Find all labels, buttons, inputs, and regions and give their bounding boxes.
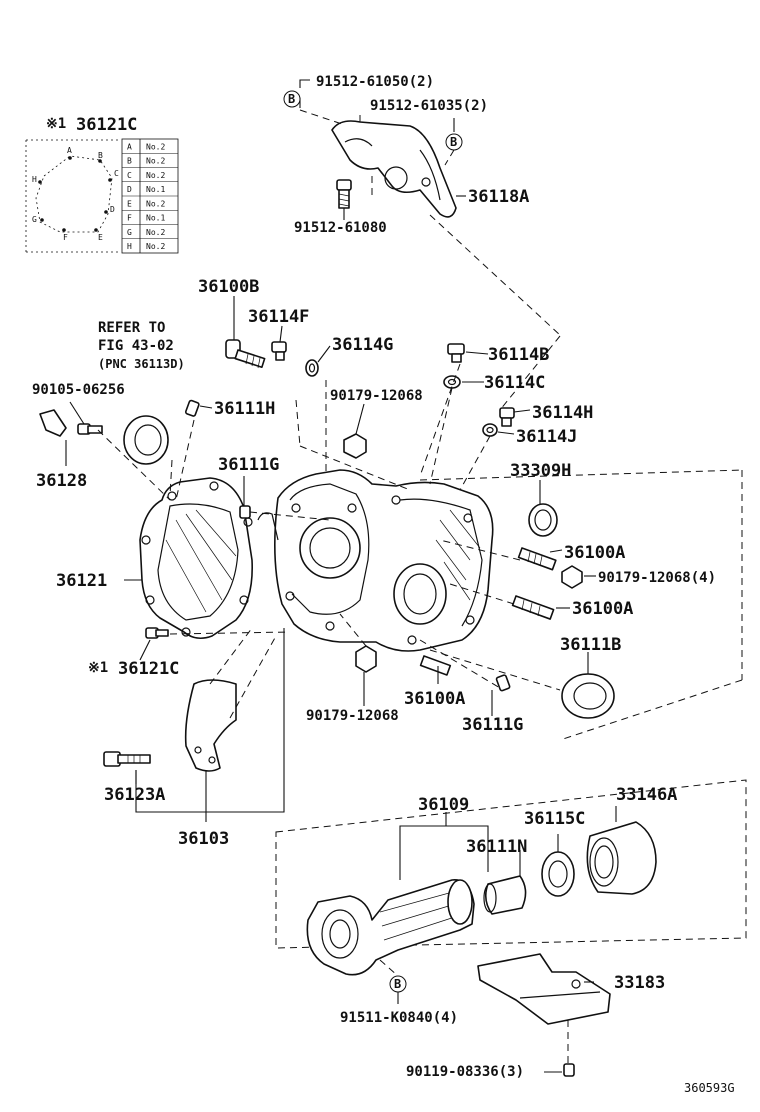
label-36128: 36128 bbox=[36, 471, 87, 491]
inset-row-key: B bbox=[127, 157, 132, 166]
figure-code: 360593G bbox=[684, 1081, 735, 1095]
bolt-marker-b-1: B bbox=[288, 92, 295, 106]
inset-point-c: C bbox=[114, 169, 119, 178]
label-36121c: 36121C bbox=[118, 659, 179, 679]
label-36118a: 36118A bbox=[468, 187, 529, 207]
label-36100a-2: 36100A bbox=[572, 599, 633, 619]
inset-row-value: No.2 bbox=[146, 242, 165, 251]
inset-row-value: No.2 bbox=[146, 142, 165, 151]
inset-title: 36121C bbox=[76, 115, 137, 135]
housing-cover-36121 bbox=[139, 477, 253, 640]
inset-row-key: G bbox=[127, 228, 132, 237]
label-91512-61050: 91512-61050(2) bbox=[316, 74, 434, 90]
inset-row-value: No.1 bbox=[146, 214, 165, 223]
inset-point-f: F bbox=[63, 233, 68, 242]
inset-row-key: E bbox=[127, 199, 132, 208]
label-36111g-top: 36111G bbox=[218, 455, 279, 475]
label-33146a: 33146A bbox=[616, 785, 677, 805]
refer-line-2: FIG 43-02 bbox=[98, 338, 174, 354]
inset-row-value: No.2 bbox=[146, 199, 165, 208]
inset-point-b: B bbox=[98, 151, 103, 160]
label-36114g: 36114G bbox=[332, 335, 393, 355]
label-33309h: 33309H bbox=[510, 461, 571, 481]
label-90179-12068-4: 90179-12068(4) bbox=[598, 570, 716, 586]
label-90105-06256: 90105-06256 bbox=[32, 382, 125, 398]
inset-point-h: H bbox=[32, 175, 37, 184]
inset-row-value: No.2 bbox=[146, 228, 165, 237]
label-36121: 36121 bbox=[56, 571, 107, 591]
inset-row-key: H bbox=[127, 242, 132, 251]
inset-row-value: No.2 bbox=[146, 157, 165, 166]
part-labels: 91512-61050(2) 91512-61035(2) 36118A 915… bbox=[32, 74, 735, 1095]
bolt-marker-b-3: B bbox=[394, 977, 401, 991]
label-36111b: 36111B bbox=[560, 635, 621, 655]
refer-line-3: (PNC 36113D) bbox=[98, 357, 185, 371]
transfer-case-main bbox=[257, 469, 494, 652]
label-36114f: 36114F bbox=[248, 307, 309, 327]
label-36114c: 36114C bbox=[484, 373, 545, 393]
label-36100a-3: 36100A bbox=[404, 689, 465, 709]
inset-point-e: E bbox=[98, 233, 103, 242]
label-36114h: 36114H bbox=[532, 403, 593, 423]
label-36123a: 36123A bbox=[104, 785, 165, 805]
label-36109: 36109 bbox=[418, 795, 469, 815]
inset-row-key: F bbox=[127, 214, 132, 223]
inset-row-key: A bbox=[127, 142, 132, 151]
inset-row-value: No.1 bbox=[146, 185, 165, 194]
bolt-marker-b-2: B bbox=[450, 135, 457, 149]
label-91512-61080: 91512-61080 bbox=[294, 220, 387, 236]
label-36111n: 36111N bbox=[466, 837, 527, 857]
label-36100a-1: 36100A bbox=[564, 543, 625, 563]
label-36103: 36103 bbox=[178, 829, 229, 849]
label-91511-k0840: 91511-K0840(4) bbox=[340, 1010, 458, 1026]
label-36111g-bottom: 36111G bbox=[462, 715, 523, 735]
label-36111h: 36111H bbox=[214, 399, 275, 419]
refer-line-1: REFER TO bbox=[98, 320, 165, 336]
inset-point-a: A bbox=[67, 146, 72, 155]
label-36114b: 36114B bbox=[488, 345, 549, 365]
label-90179-12068-top: 90179-12068 bbox=[330, 388, 423, 404]
inset-row-key: D bbox=[127, 185, 132, 194]
inset-row-value: No.2 bbox=[146, 171, 165, 180]
bracket-36118a: B B bbox=[283, 79, 561, 336]
label-91512-61035: 91512-61035(2) bbox=[370, 98, 488, 114]
label-36100b: 36100B bbox=[198, 277, 259, 297]
inset-row-key: C bbox=[127, 171, 132, 180]
label-90179-12068-bottom: 90179-12068 bbox=[306, 708, 399, 724]
extension-housing-36109: B bbox=[275, 779, 747, 1077]
leader-lines-upper bbox=[65, 296, 743, 822]
small-parts-top bbox=[39, 339, 615, 772]
inset-point-d: D bbox=[110, 205, 115, 214]
inset-point-g: G bbox=[32, 215, 37, 224]
label-36121c-mark: ※1 bbox=[88, 660, 108, 676]
label-36114j: 36114J bbox=[516, 427, 577, 447]
label-36115c: 36115C bbox=[524, 809, 585, 829]
label-33183: 33183 bbox=[614, 973, 665, 993]
inset-title-mark: ※1 bbox=[46, 116, 66, 132]
label-90119-08336: 90119-08336(3) bbox=[406, 1064, 524, 1080]
